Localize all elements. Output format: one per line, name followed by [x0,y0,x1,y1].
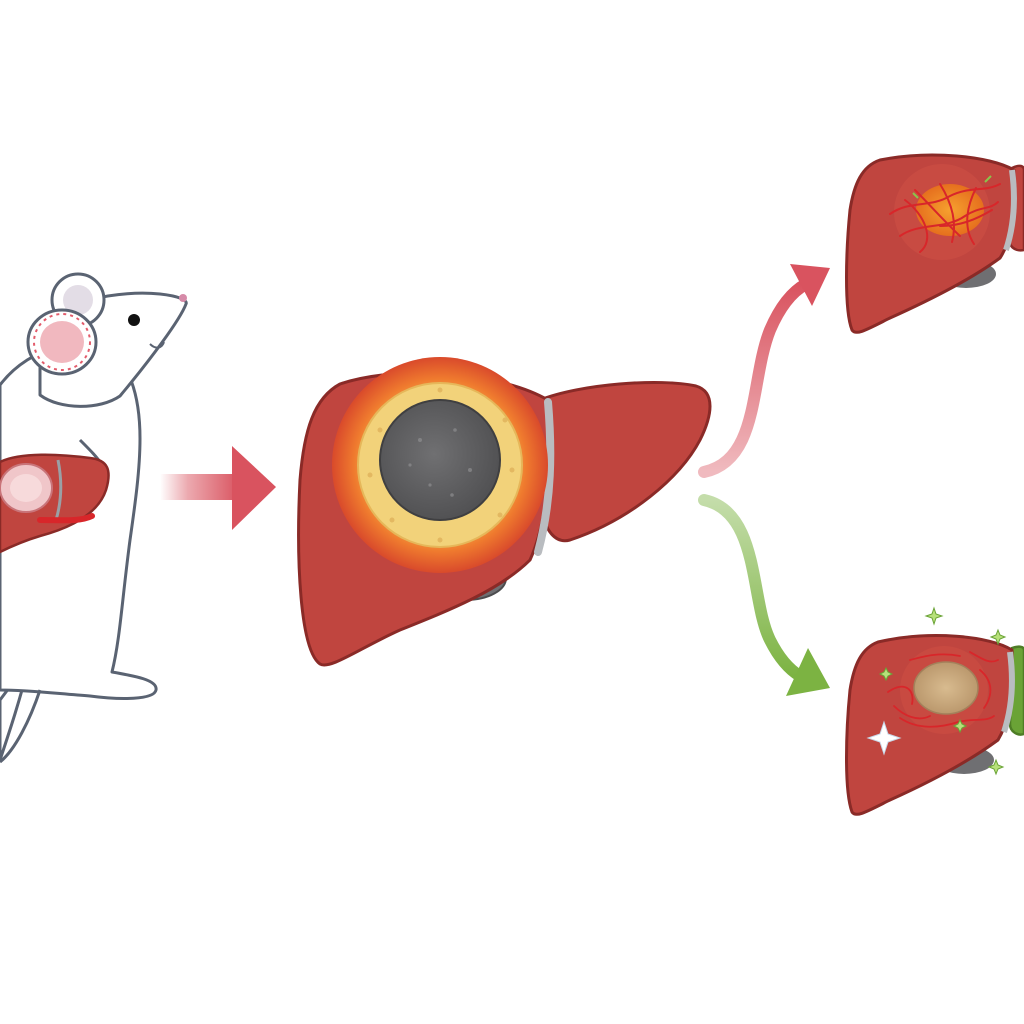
mouse-liver-icon [0,453,110,554]
treated-liver-icon [297,357,712,667]
arrow-to-progression [698,264,830,478]
sparkle-icon-small [878,606,1007,776]
progression-liver-icon [845,153,1024,334]
regression-vessel-network-icon [887,651,999,728]
arrow-mouse-to-liver [160,446,276,530]
vessel-network-icon [889,183,1001,253]
regression-liver-icon [845,606,1024,816]
arrow-to-regression [698,494,830,696]
mouse-model-panel [0,272,188,764]
sparkle-icon-large [866,720,902,756]
